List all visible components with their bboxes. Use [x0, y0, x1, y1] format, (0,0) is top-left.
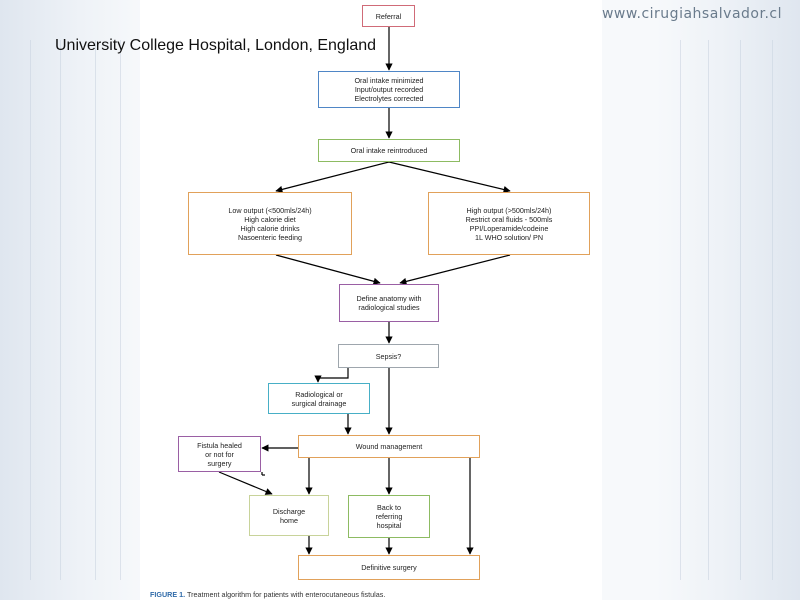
definitive-surgery-box: Definitive surgery	[298, 555, 480, 580]
drainage-box: Radiological or surgical drainage	[268, 383, 370, 414]
high-output-box: High output (>500mls/24h) Restrict oral …	[428, 192, 590, 255]
oral-intake-reintroduced-box: Oral intake reintroduced	[318, 139, 460, 162]
sepsis-box: Sepsis?	[338, 344, 439, 368]
slide-heading: University College Hospital, London, Eng…	[55, 37, 377, 54]
oral-intake-minimized-box: Oral intake minimized Input/output recor…	[318, 71, 460, 108]
discharge-home-box: Discharge home	[249, 495, 329, 536]
caption-text: Treatment algorithm for patients with en…	[187, 590, 386, 599]
background-panel-right	[660, 0, 800, 600]
low-output-box: Low output (<500mls/24h) High calorie di…	[188, 192, 352, 255]
background-panel-left	[0, 0, 140, 600]
define-anatomy-box: Define anatomy with radiological studies	[339, 284, 439, 322]
back-to-referring-box: Back to referring hospital	[348, 495, 430, 538]
referral-box: Referral	[362, 5, 415, 27]
fistula-healed-box: Fistula healed or not for surgery	[178, 436, 261, 472]
caption-label: FIGURE 1.	[150, 590, 186, 599]
figure-caption: FIGURE 1. Treatment algorithm for patien…	[150, 590, 385, 599]
wound-management-box: Wound management	[298, 435, 480, 458]
site-url: www.cirugiahsalvador.cl	[601, 6, 782, 22]
